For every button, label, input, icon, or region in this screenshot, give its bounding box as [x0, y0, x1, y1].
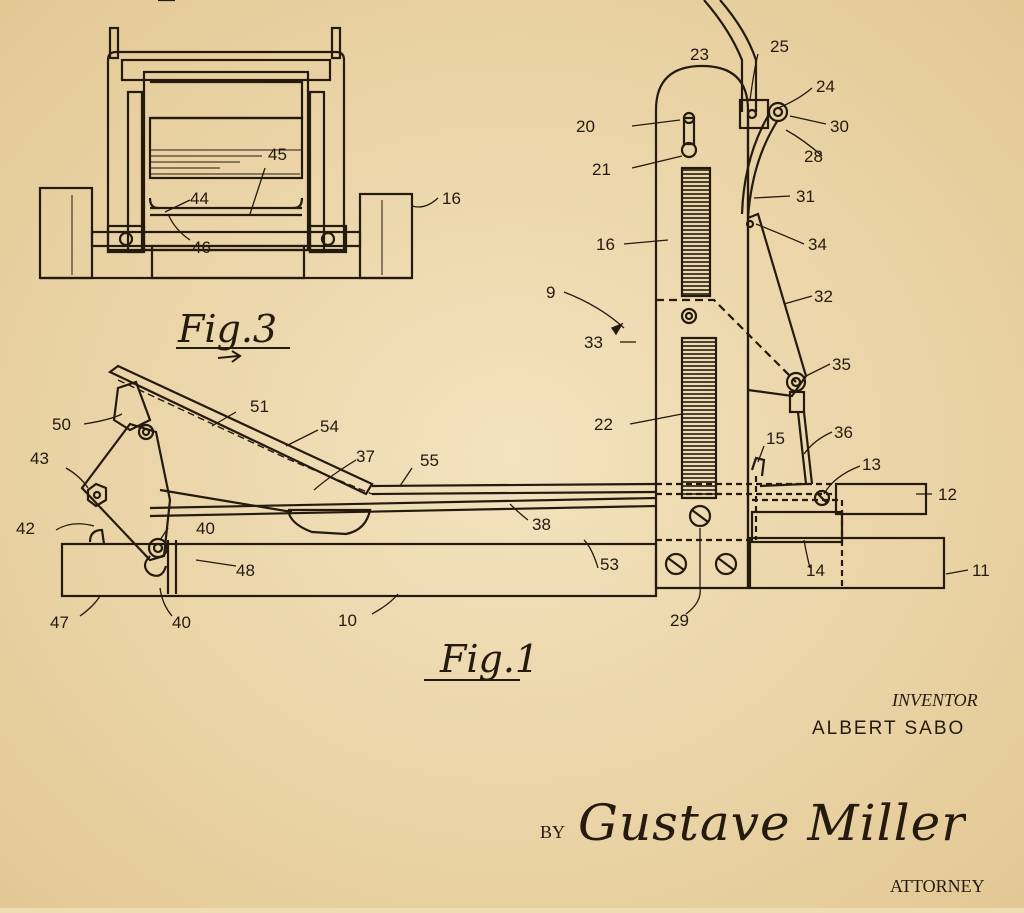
fig1-ref-13: 13 — [862, 455, 881, 474]
fig1-ref-23: 23 — [690, 45, 709, 64]
fig1-ref-29: 29 — [670, 611, 689, 630]
fig1-ref-15: 15 — [766, 429, 785, 448]
fig1-ref-24: 24 — [816, 77, 835, 96]
fig1-ref-53: 53 — [600, 555, 619, 574]
fig1-ref-42: 42 — [16, 519, 35, 538]
fig3-ref-44: 44 — [190, 189, 209, 208]
fig1-ref-12: 12 — [938, 485, 957, 504]
fig3-ref-16: 16 — [442, 189, 461, 208]
inventor-name: ALBERT SABO — [812, 718, 966, 739]
fig1-ref-11: 11 — [972, 561, 990, 580]
attorney-signature: Gustave Miller — [578, 794, 967, 852]
fig1-ref-54: 54 — [320, 417, 339, 436]
fig1-ref-40: 40 — [196, 519, 215, 538]
fig1-ref-47: 47 — [50, 613, 69, 632]
fig3-caption: Fig.3 — [177, 307, 277, 351]
fig1-ref-35: 35 — [832, 355, 851, 374]
fig1-drawing — [55, 0, 969, 681]
fig1-ref-9: 9 — [546, 283, 555, 302]
fig1-ref-10: 10 — [338, 611, 357, 630]
fig1-ref-31: 31 — [796, 187, 815, 206]
fig1-ref-40-lower: 40 — [172, 613, 191, 632]
fig1-ref-33: 33 — [584, 333, 603, 352]
by-label: BY — [540, 822, 566, 842]
fig1-ref-21: 21 — [592, 160, 611, 179]
inventor-label: INVENTOR — [892, 690, 978, 710]
attorney-label: ATTORNEY — [890, 876, 985, 896]
fig1-ref-28: 28 — [804, 147, 823, 166]
fig1-ref-43: 43 — [30, 449, 49, 468]
fig1-ref-37: 37 — [356, 447, 375, 466]
fig1-ref-50: 50 — [52, 415, 71, 434]
fig1-ref-48: 48 — [236, 561, 255, 580]
fig1-ref-32: 32 — [814, 287, 833, 306]
fig1-ref-55: 55 — [420, 451, 439, 470]
fig1-ref-14: 14 — [806, 561, 825, 580]
fig1-ref-16: 16 — [596, 235, 615, 254]
fig1-ref-36: 36 — [834, 423, 853, 442]
fig1-ref-34: 34 — [808, 235, 827, 254]
fig1-ref-20: 20 — [576, 117, 595, 136]
fig1-ref-22: 22 — [594, 415, 613, 434]
fig1-ref-51: 51 — [250, 397, 269, 416]
fig1-ref-38: 38 — [532, 515, 551, 534]
fig1-ref-25: 25 — [770, 37, 789, 56]
fig3-ref-46: 46 — [192, 238, 211, 257]
fig1-ref-30: 30 — [830, 117, 849, 136]
fig1-caption: Fig.1 — [439, 637, 539, 681]
fig3-ref-45: 45 — [268, 145, 287, 164]
fig3-drawing — [38, 0, 439, 363]
